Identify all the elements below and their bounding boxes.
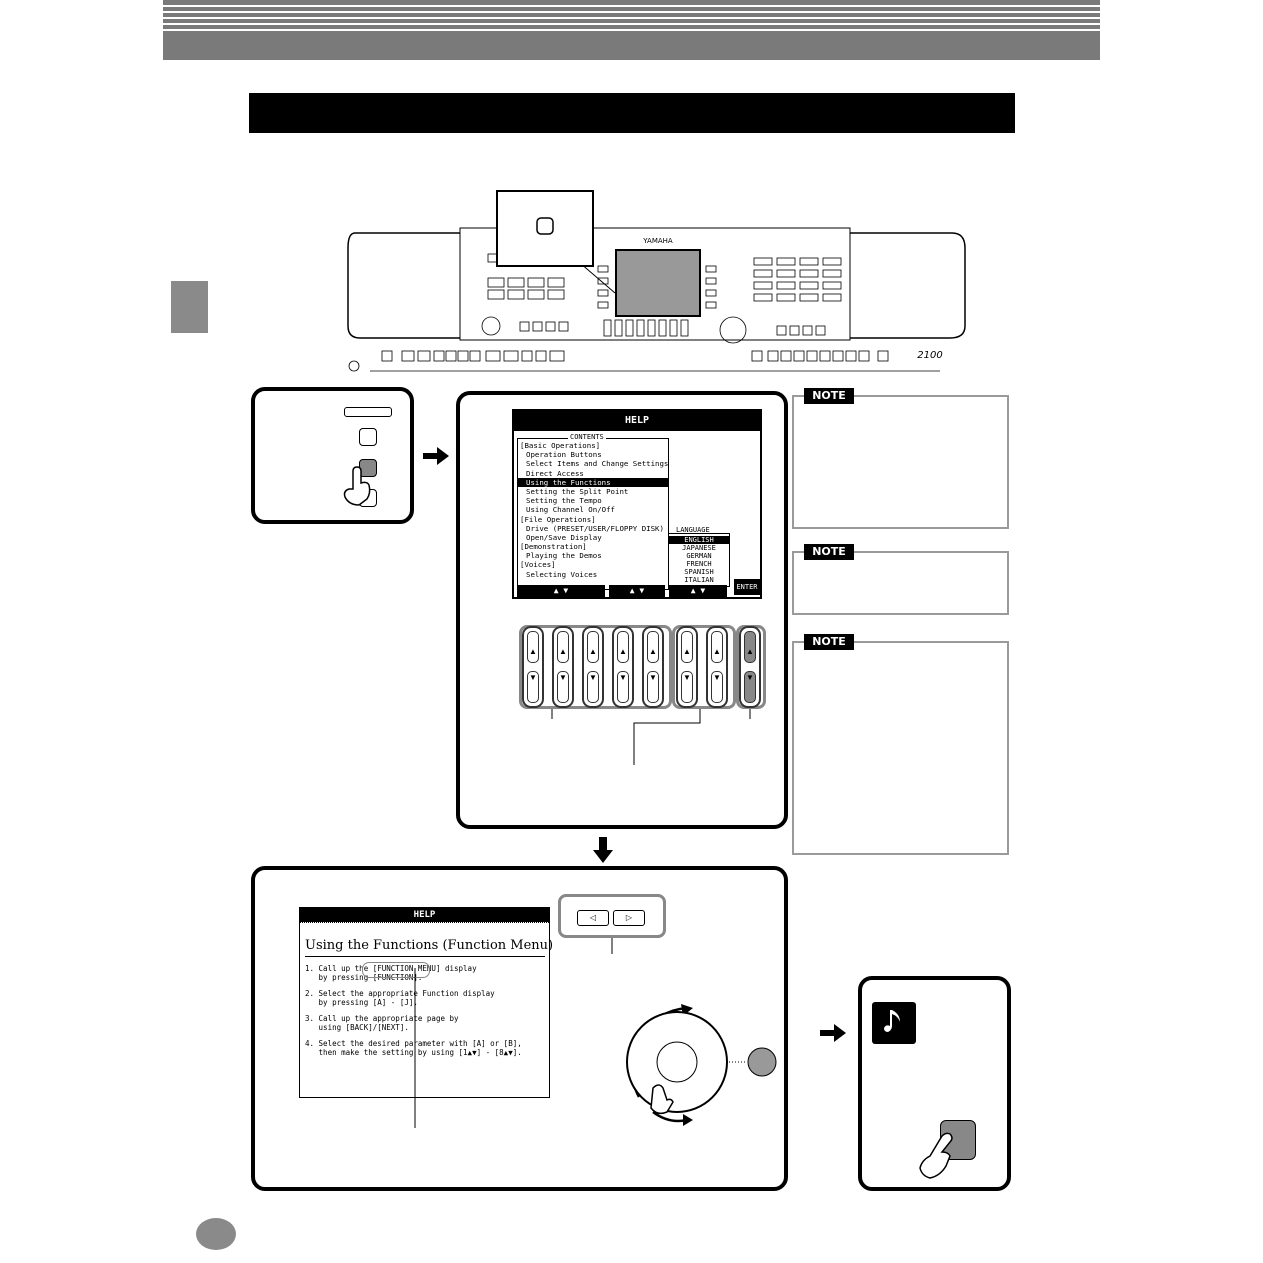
help-button-callout (536, 217, 554, 235)
contents-item[interactable]: Using the Functions (518, 477, 668, 487)
rocker-button-2[interactable]: ▲▼ (552, 626, 574, 708)
arrow-right-icon (423, 447, 449, 465)
contents-header: CONTENTS (568, 433, 606, 441)
rocker-button-1[interactable]: ▲▼ (522, 626, 544, 708)
function-button[interactable] (359, 428, 377, 446)
help-detail-screen: HELP Using the Functions (Function Menu)… (299, 907, 554, 1098)
back-button[interactable]: ◁ (577, 910, 609, 926)
contents-item[interactable]: Playing the Demos (526, 551, 602, 561)
step3-box: HELP Using the Functions (Function Menu)… (251, 866, 788, 1191)
data-dial-illustration (626, 1004, 777, 1126)
page-number-badge (196, 1218, 236, 1250)
contents-item[interactable]: Open/Save Display (526, 532, 602, 542)
step4-box (858, 976, 1011, 1191)
contents-item[interactable]: Using Channel On/Off (526, 505, 615, 515)
contents-item[interactable]: Direct Access (526, 468, 584, 478)
language-header: LANGUAGE (676, 526, 710, 534)
note-box-2: NOTE (792, 544, 1009, 615)
step-4: 4. Select the desired parameter with [A]… (305, 1039, 522, 1057)
contents-item[interactable]: Setting the Tempo (526, 496, 602, 506)
callout-lines (551, 709, 751, 765)
contents-item[interactable]: Operation Buttons (526, 450, 602, 460)
help-lcd-screen: HELP CONTENTS [Basic Operations]Operatio… (512, 409, 762, 599)
link-callout-line (414, 968, 416, 1128)
rocker-button-8[interactable]: ▲▼ (739, 626, 761, 708)
music-note-icon (872, 1002, 916, 1044)
help-title: HELP (514, 411, 760, 431)
note-label-3: NOTE (804, 634, 854, 650)
back-next-callout-line (611, 938, 613, 954)
note-box-1: NOTE (792, 388, 1009, 529)
rocker-button-3[interactable]: ▲▼ (582, 626, 604, 708)
arrow-down-icon (593, 837, 613, 863)
arrow-right-icon-2 (820, 1024, 846, 1042)
brand-label: YAMAHA (642, 237, 673, 245)
contents-item[interactable]: [Basic Operations] (520, 441, 601, 450)
contents-item[interactable]: [File Operations] (520, 514, 596, 524)
step-3: 3. Call up the appropriate page by using… (305, 1014, 459, 1032)
back-next-group: ◁ ▷ (558, 894, 666, 938)
link-highlight[interactable] (362, 962, 430, 978)
language-scroll-button[interactable]: ▲ ▼ (669, 585, 727, 597)
step1-box (251, 387, 414, 524)
enter-button-dial[interactable] (747, 1047, 777, 1077)
page-scroll-button[interactable]: ▲ ▼ (609, 585, 665, 597)
button-label-plate (344, 407, 392, 417)
rocker-button-4[interactable]: ▲▼ (612, 626, 634, 708)
enter-button[interactable]: ENTER (734, 579, 760, 595)
language-item[interactable]: SPANISH (684, 568, 714, 576)
language-item[interactable]: ENGLISH (669, 536, 729, 544)
note-box-3: NOTE (792, 634, 1009, 855)
rocker-button-7[interactable]: ▲▼ (706, 626, 728, 708)
language-item[interactable]: ITALIAN (684, 576, 714, 584)
model-number: 2100 (917, 350, 942, 361)
chapter-tab (171, 281, 208, 333)
contents-item[interactable]: [Voices] (520, 560, 556, 570)
language-item[interactable]: GERMAN (686, 552, 712, 560)
rocker-button-5[interactable]: ▲▼ (642, 626, 664, 708)
contents-item[interactable]: Selecting Voices (526, 569, 598, 579)
header-band (163, 0, 1100, 60)
help-detail-title: HELP (300, 908, 549, 922)
hand-icon (650, 1084, 674, 1115)
next-button[interactable]: ▷ (613, 910, 645, 926)
contents-scroll-button[interactable]: ▲ ▼ (517, 585, 605, 597)
contents-list[interactable]: CONTENTS [Basic Operations]Operation But… (517, 433, 669, 590)
contents-item[interactable]: Drive (PRESET/USER/FLOPPY DISK) (526, 523, 664, 533)
pressing-hand-icon-2 (919, 1132, 953, 1179)
contents-item[interactable]: Setting the Split Point (526, 486, 629, 496)
step2-box: HELP CONTENTS [Basic Operations]Operatio… (456, 391, 788, 829)
step-2: 2. Select the appropriate Function displ… (305, 989, 495, 1007)
language-item[interactable]: FRENCH (686, 560, 712, 568)
keyboard-panel-illustration: YAMAHA 2100 (347, 190, 966, 372)
note-label-1: NOTE (804, 388, 854, 404)
pressing-hand-icon (343, 466, 371, 506)
section-title-bar (249, 93, 1015, 133)
language-item[interactable]: JAPANESE (682, 544, 716, 552)
help-detail-heading: Using the Functions (Function Menu) (305, 938, 554, 953)
note-label-2: NOTE (804, 544, 854, 560)
contents-item[interactable]: Select Items and Change Settings (526, 459, 669, 469)
contents-item[interactable]: [Demonstration] (520, 542, 587, 552)
rocker-button-6[interactable]: ▲▼ (676, 626, 698, 708)
